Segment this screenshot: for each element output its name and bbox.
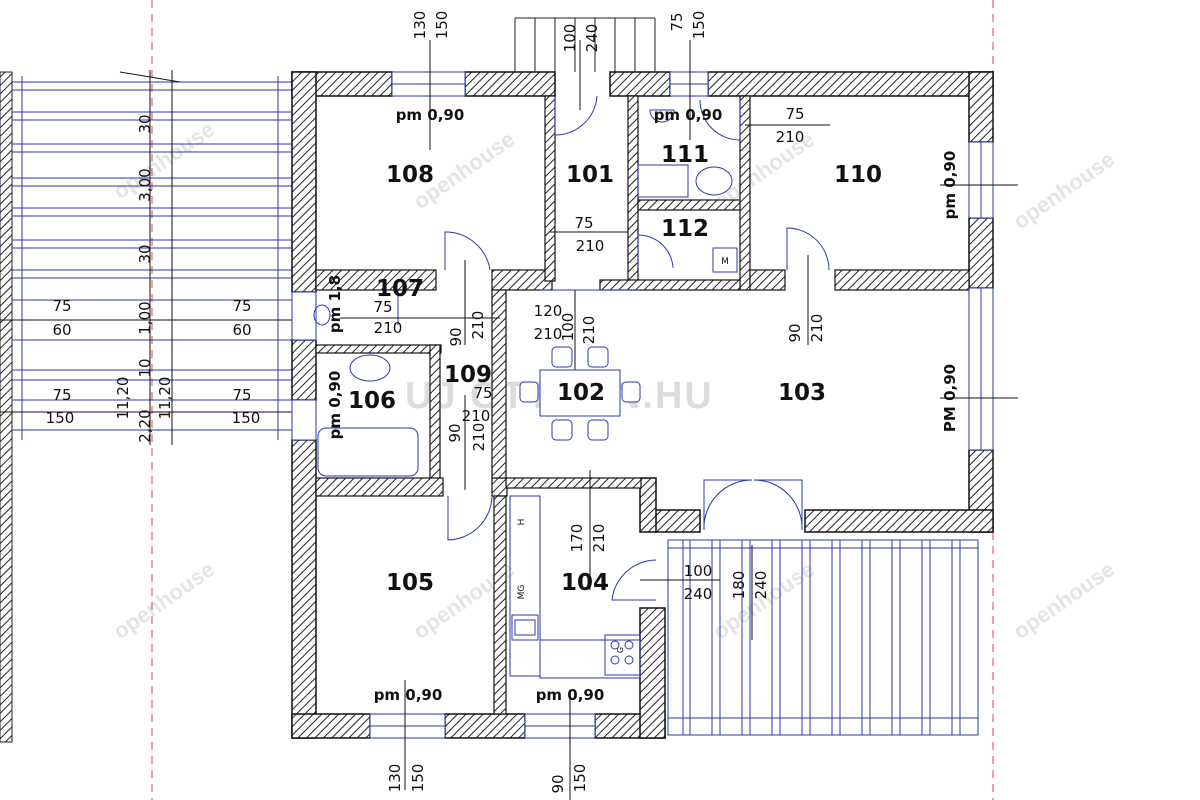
dim-label: 210 <box>776 128 805 146</box>
right-terrace <box>667 539 979 736</box>
dim-label: 130 <box>386 764 404 793</box>
dim-label: 75 <box>473 384 492 402</box>
dim-label: 100 <box>684 562 713 580</box>
mg-label: MG <box>517 585 527 600</box>
window-label-111: pm 0,90 <box>654 106 723 124</box>
left-terrace <box>0 70 300 743</box>
room-106: 106 <box>348 388 396 414</box>
window-label-108: pm 0,90 <box>396 106 465 124</box>
dim-label: 75 <box>52 386 71 404</box>
room-103: 103 <box>778 380 826 406</box>
dim-label: 150 <box>46 409 75 427</box>
dim-label: 210 <box>580 316 598 345</box>
dim-label: 90 <box>447 327 465 346</box>
dim-label: 75 <box>52 297 71 315</box>
hood-label: H <box>517 519 527 526</box>
fixture-labels: H MG M G <box>517 257 729 653</box>
dim-label: 30 <box>136 114 154 133</box>
dim-label: 90 <box>786 323 804 342</box>
dim-label: 210 <box>462 407 491 425</box>
dim-label: 210 <box>576 237 605 255</box>
dim-label: 75 <box>232 297 251 315</box>
dim-label: 90 <box>549 774 567 793</box>
dim-label: 30 <box>136 244 154 263</box>
room-111: 111 <box>661 142 709 168</box>
dim-label: 1,00 <box>136 301 154 334</box>
dim-label: 240 <box>752 571 770 600</box>
room-105: 105 <box>386 570 434 596</box>
room-101: 101 <box>566 162 614 188</box>
watermark-brand: openhouse <box>109 116 219 204</box>
watermark-brand: openhouse <box>109 556 219 644</box>
windows <box>291 71 994 739</box>
dining-table <box>519 346 641 441</box>
dim-label: 170 <box>568 524 586 553</box>
window-label-110: pm 0,90 <box>941 151 959 220</box>
dim-label: 210 <box>374 319 403 337</box>
dimension-labels: 130 150 100 240 75 150 75 210 75 210 75 … <box>373 11 826 794</box>
window-label-107: pm 1,8 <box>326 275 344 333</box>
dim-label: 60 <box>52 321 71 339</box>
dim-label: 210 <box>808 314 826 343</box>
m-label: M <box>721 257 729 267</box>
window-label-106: pm 0,90 <box>326 371 344 440</box>
dim-label: 210 <box>470 423 488 452</box>
dim-label: 75 <box>574 214 593 232</box>
room-107: 107 <box>376 276 424 302</box>
dim-label: 150 <box>571 764 589 793</box>
dim-label: 2,20 <box>136 409 154 442</box>
entrance-stairs <box>514 17 656 72</box>
dim-label: 60 <box>232 321 251 339</box>
dim-label: 130 <box>411 11 429 40</box>
watermark-brand: openhouse <box>1009 556 1119 644</box>
dim-label: 75 <box>785 105 804 123</box>
dim-label: 90 <box>446 423 464 442</box>
dim-label: 210 <box>469 311 487 340</box>
dim-label: 210 <box>590 524 608 553</box>
dim-label: 210 <box>534 325 563 343</box>
dim-label: 150 <box>690 11 708 40</box>
dim-label: 240 <box>684 585 713 603</box>
room-labels: 108 101 111 110 112 107 109 106 102 103 … <box>348 142 882 596</box>
room-110: 110 <box>834 162 882 188</box>
fixtures <box>313 109 738 679</box>
stove-label: G <box>616 647 625 653</box>
dim-label: 11,20 <box>156 377 174 420</box>
dim-label: 3,00 <box>136 168 154 201</box>
room-102: 102 <box>557 380 605 406</box>
dim-label: 120 <box>534 302 563 320</box>
dim-label: 150 <box>433 11 451 40</box>
dim-label: 10 <box>136 358 154 377</box>
dim-label: 75 <box>373 298 392 316</box>
dim-label: 240 <box>583 24 601 53</box>
dimension-lines <box>340 40 1018 800</box>
window-label-105: pm 0,90 <box>374 686 443 704</box>
dim-label: 150 <box>232 409 261 427</box>
dim-label: 75 <box>232 386 251 404</box>
room-104: 104 <box>561 570 609 596</box>
room-108: 108 <box>386 162 434 188</box>
window-labels: pm 0,90 pm 0,90 pm 0,90 PM 0,90 pm 0,90 … <box>326 106 959 704</box>
room-109: 109 <box>444 362 492 388</box>
room-112: 112 <box>661 216 709 242</box>
dim-label: 100 <box>559 313 577 342</box>
dim-label: 150 <box>409 764 427 793</box>
watermark-brand: openhouse <box>1009 146 1119 234</box>
dim-label: 180 <box>730 571 748 600</box>
dim-label: 75 <box>668 12 686 31</box>
window-label-104: pm 0,90 <box>536 686 605 704</box>
dim-label: 11,20 <box>114 377 132 420</box>
left-terrace-dims: 30 3,00 30 1,00 10 11,20 2,20 11,20 75 6… <box>46 114 261 442</box>
window-label-103: PM 0,90 <box>941 364 959 432</box>
doors <box>397 95 830 601</box>
dim-label: 100 <box>561 24 579 53</box>
